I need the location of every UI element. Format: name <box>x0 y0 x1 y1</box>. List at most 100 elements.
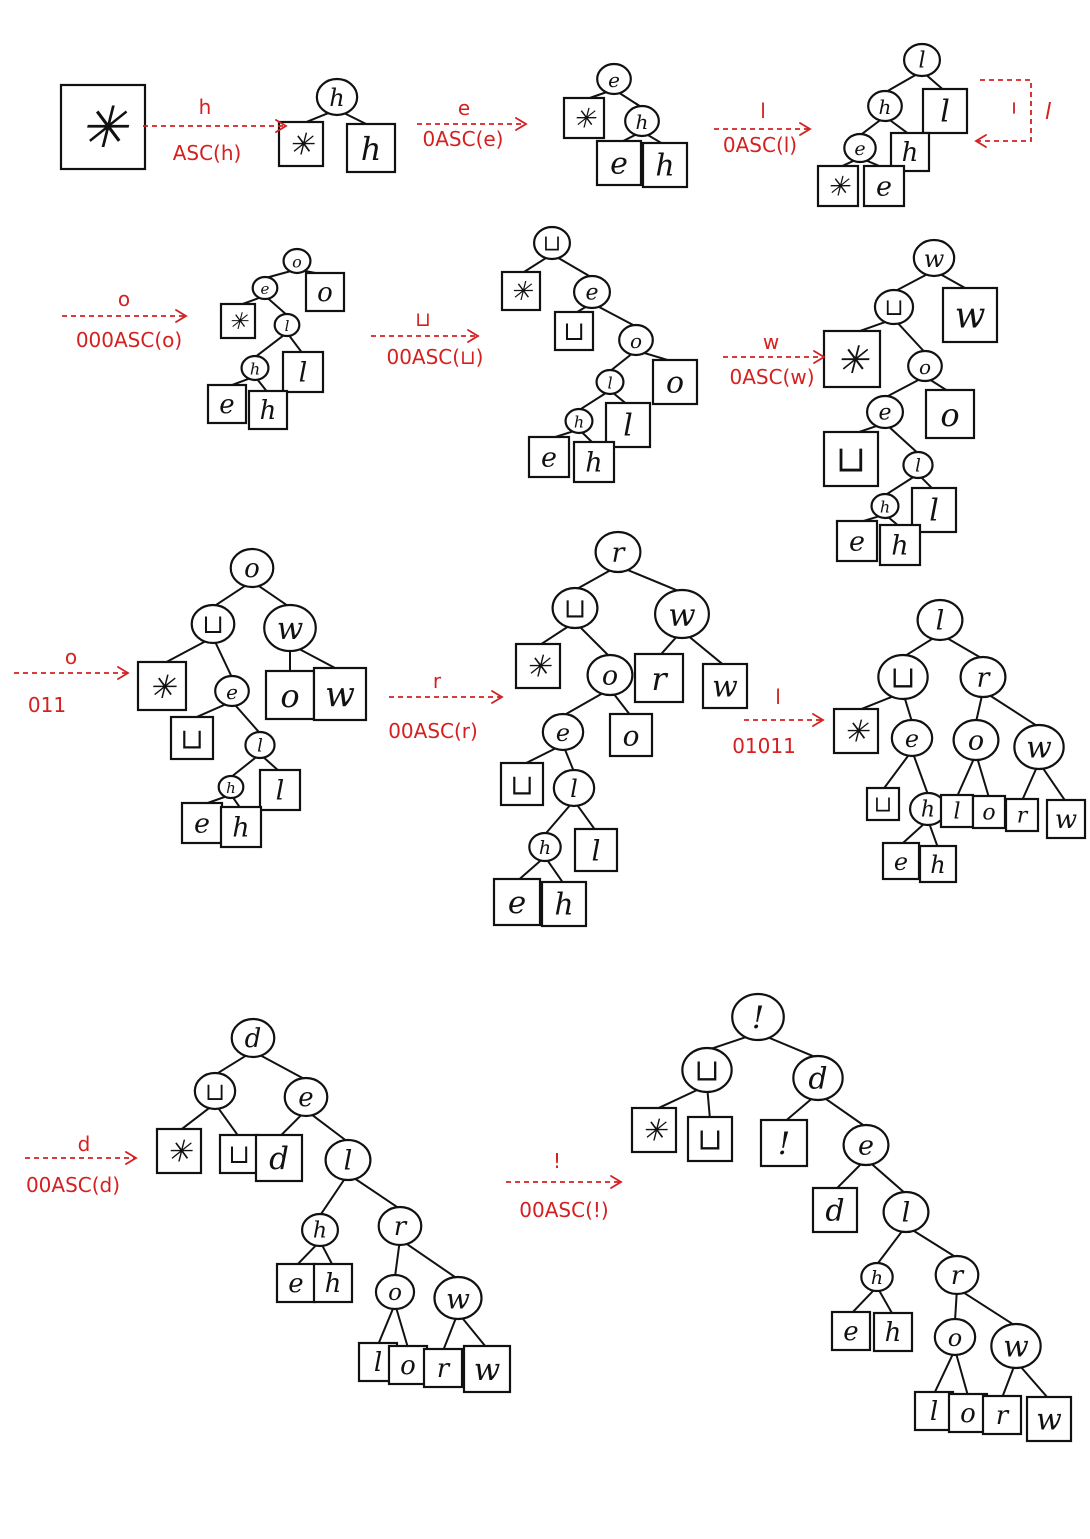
internal-node-w <box>912 238 956 278</box>
node-label: o <box>919 355 931 379</box>
step-arrow-a5: ⊔00ASC(⊔) <box>371 307 484 369</box>
leaf-node-l <box>281 350 325 394</box>
node-label: o <box>960 1399 976 1429</box>
node-label: l <box>623 409 633 444</box>
leaf-node-r <box>422 1347 464 1389</box>
node-label: ✳ <box>827 172 851 203</box>
tree-edge <box>212 636 233 679</box>
leaf-node-r <box>1004 797 1040 833</box>
node-label: ⊔ <box>890 661 915 696</box>
node-label: e <box>298 1083 313 1113</box>
tree-t0: ✳ <box>59 83 147 171</box>
node-label: h <box>902 138 919 168</box>
arrow-symbol-label: ! <box>553 1149 561 1173</box>
node-label: d <box>245 1024 262 1054</box>
leaf-node-e <box>595 139 643 187</box>
leaf-node-h <box>872 1311 914 1353</box>
internal-node-o <box>907 349 943 383</box>
internal-node-bang <box>731 992 785 1042</box>
arrow-code-label: 0ASC(w) <box>729 365 814 389</box>
node-label: w <box>955 296 986 337</box>
node-label: e <box>556 719 570 747</box>
arrow-code-label: 0ASC(l) <box>723 133 797 157</box>
node-label: e <box>894 848 908 876</box>
node-label: h <box>226 779 236 797</box>
node-label: l <box>902 1198 911 1229</box>
arrow-symbol-label: d <box>78 1132 91 1156</box>
internal-node-w <box>990 1322 1042 1370</box>
node-label: w <box>924 245 945 273</box>
leaf-node-r <box>633 652 685 704</box>
node-label: e <box>508 885 526 921</box>
node-label: o <box>623 720 640 753</box>
node-label: e <box>878 401 891 426</box>
leaf-node-nyt <box>630 1106 678 1154</box>
leaf-node-nyt <box>155 1127 203 1175</box>
node-label: h <box>885 1318 902 1348</box>
loop-line <box>976 79 1032 142</box>
internal-node-h <box>870 492 900 520</box>
node-label: w <box>712 670 738 705</box>
internal-node-o <box>933 1317 977 1357</box>
node-label: l <box>299 358 308 389</box>
node-label: l <box>276 776 285 807</box>
internal-node-h <box>217 774 245 800</box>
node-label: e <box>226 680 238 704</box>
leaf-node-h <box>878 523 922 567</box>
tree-t1: h✳h <box>277 77 397 174</box>
leaf-node-o <box>651 358 699 406</box>
node-label: h <box>880 498 890 517</box>
leaf-node-w <box>941 286 999 344</box>
arrow-code-label: 011 <box>28 693 66 717</box>
node-label: ⊔ <box>694 1054 719 1089</box>
node-label: e <box>541 443 557 474</box>
node-label: o <box>317 278 333 308</box>
tree-edge <box>911 749 929 796</box>
node-label: ✳ <box>228 309 249 335</box>
internal-node-l <box>902 42 942 78</box>
internal-node-space <box>193 1071 237 1111</box>
internal-node-l <box>552 768 596 808</box>
leaf-node-o <box>264 669 316 721</box>
leaf-node-l <box>921 87 969 135</box>
tree-edge <box>394 1302 409 1349</box>
arrow-head <box>813 350 826 364</box>
arrow-head <box>491 690 504 704</box>
node-label: h <box>574 413 584 432</box>
arrow-code-label: 00ASC(⊔) <box>386 345 483 369</box>
node-label: w <box>668 596 695 634</box>
leaf-node-nyt <box>562 96 606 140</box>
arrow-head <box>125 1151 138 1165</box>
leaf-node-bang <box>759 1118 809 1168</box>
arrow-code-label: 01011 <box>732 734 796 758</box>
leaf-node-d <box>254 1133 304 1183</box>
leaf-node-space <box>865 786 901 822</box>
internal-node-o <box>618 323 654 357</box>
node-label: w <box>1003 1330 1029 1365</box>
leaf-node-nyt <box>514 642 562 690</box>
internal-node-w <box>654 588 710 640</box>
node-label: e <box>608 68 620 92</box>
node-label: ⊔ <box>697 1123 722 1158</box>
node-label: ⊔ <box>543 232 561 257</box>
node-label: o <box>400 1351 416 1381</box>
node-label: ✳ <box>573 104 597 135</box>
internal-node-e <box>214 674 250 708</box>
leaf-node-h <box>572 440 616 484</box>
node-label: e <box>905 725 919 753</box>
leaf-node-d <box>811 1186 859 1234</box>
arrow-head <box>610 1175 623 1189</box>
leaf-node-l <box>604 401 652 449</box>
node-label: h <box>921 798 935 823</box>
leaf-node-nyt <box>219 302 257 340</box>
node-label: e <box>610 147 628 182</box>
node-label: ✳ <box>288 128 315 163</box>
leaf-node-h <box>918 844 958 884</box>
node-label: l <box>607 374 612 393</box>
arrow-symbol-label: o <box>118 287 130 311</box>
internal-node-space <box>551 586 599 630</box>
